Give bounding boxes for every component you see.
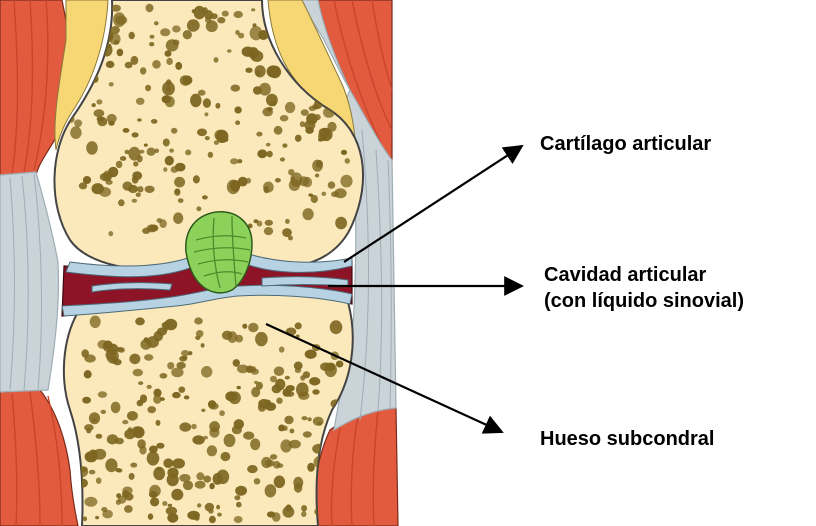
label-bone: Hueso subcondral bbox=[540, 426, 714, 452]
label-cavity: Cavidad articular (con líquido sinovial) bbox=[544, 262, 744, 314]
tibia-bone bbox=[64, 289, 353, 526]
label-cavity-line2: (con líquido sinovial) bbox=[544, 288, 744, 314]
label-cartilage-text: Cartílago articular bbox=[540, 133, 711, 155]
label-cartilage: Cartílago articular bbox=[540, 131, 711, 157]
label-cavity-line1: Cavidad articular bbox=[544, 262, 744, 288]
label-bone-text: Hueso subcondral bbox=[540, 428, 714, 450]
